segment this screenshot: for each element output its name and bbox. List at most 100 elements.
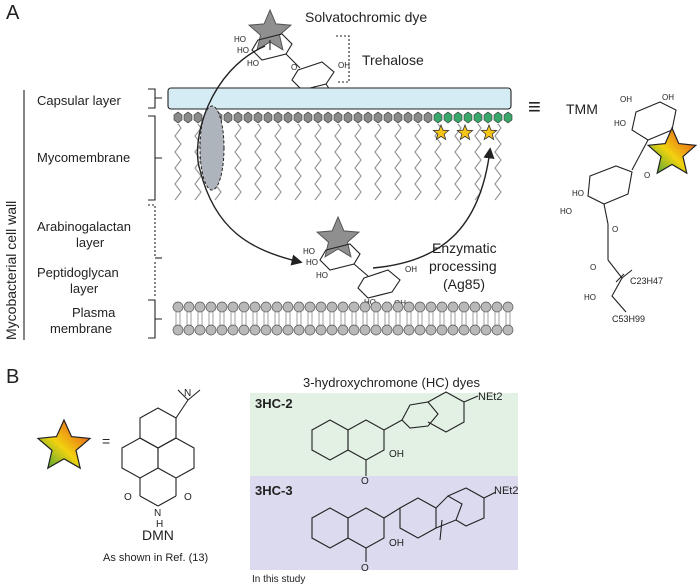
- phospholipid-head: [458, 324, 470, 336]
- hc3-oh-label: OH: [389, 538, 404, 549]
- tmm-ho-1: HO: [614, 119, 626, 128]
- phospholipid-head: [491, 324, 503, 336]
- hc3-label: 3HC-3: [255, 483, 293, 498]
- phospholipid-tail: [263, 312, 269, 325]
- tmm-ho-2: HO: [572, 189, 584, 198]
- phospholipid-tail: [472, 312, 478, 325]
- phospholipid-head: [227, 301, 239, 313]
- phospholipid-head: [304, 324, 316, 336]
- phospholipid-head: [425, 324, 437, 336]
- phospholipid-head: [183, 301, 195, 313]
- oh-label-1: OH: [338, 61, 350, 70]
- phospholipid-tail: [384, 312, 390, 325]
- hc2-structure: [311, 391, 479, 476]
- phospholipid-head: [205, 301, 217, 313]
- lipid-head: [233, 111, 243, 124]
- ho-label-m1: HO: [303, 247, 315, 256]
- equals-sign: =: [102, 433, 110, 449]
- tmm-head: [443, 111, 453, 124]
- peptidoglycan-label-2: layer: [70, 281, 99, 296]
- tmm-c53-label: C53H99: [612, 314, 645, 324]
- phospholipid-tail: [373, 312, 379, 325]
- phospholipid-head: [260, 301, 272, 313]
- trehalose-label: Trehalose: [362, 52, 424, 68]
- dmn-o-label-1: O: [124, 492, 132, 503]
- phospholipid-tail: [483, 312, 489, 325]
- peptidoglycan-label-1: Peptidoglycan: [37, 265, 119, 280]
- phospholipid-head: [337, 324, 349, 336]
- phospholipid-tail: [318, 312, 324, 325]
- enzymatic-label-1: Enzymatic: [432, 240, 497, 256]
- lipid-tail: [334, 123, 342, 201]
- tmm-oh-2: OH: [662, 93, 674, 102]
- dmn-dye-star-icon: [36, 418, 92, 470]
- hc3-o-label: O: [361, 563, 369, 574]
- dmn-h-label: H: [156, 519, 163, 530]
- tmm-head: [473, 111, 483, 124]
- trehalose-structure-middle: [319, 243, 401, 299]
- lipid-head: [193, 111, 203, 124]
- hc2-o-label: O: [361, 476, 369, 487]
- phospholipid-head: [447, 324, 459, 336]
- phospholipid-tail: [329, 312, 335, 325]
- phospholipid-head: [194, 301, 206, 313]
- tmm-head: [453, 111, 463, 124]
- phospholipid-tail: [417, 312, 423, 325]
- phospholipid-head: [337, 301, 349, 313]
- lipid-head: [423, 111, 433, 124]
- trehalose-structure: [251, 33, 335, 91]
- lipid-head: [363, 111, 373, 124]
- lipid-head: [223, 111, 233, 124]
- lipid-head: [243, 111, 253, 124]
- panel-a-letter: A: [6, 2, 20, 24]
- ho-label-m4: HO: [364, 298, 376, 307]
- phospholipid-tail: [505, 312, 511, 325]
- phospholipid-head: [480, 301, 492, 313]
- lipid-head: [383, 111, 393, 124]
- phospholipid-tail: [252, 312, 258, 325]
- phospholipid-head: [469, 324, 481, 336]
- phospholipid-head: [293, 301, 305, 313]
- lipid-head: [253, 111, 263, 124]
- lipid-tail: [314, 123, 322, 201]
- dmn-n-label: N: [184, 388, 191, 399]
- phospholipid-head: [447, 301, 459, 313]
- tmm-head: [463, 111, 473, 124]
- lipid-head: [183, 111, 193, 124]
- panel-b-letter: B: [6, 366, 19, 388]
- lipid-head: [263, 111, 273, 124]
- mycomembrane-label: Mycomembrane: [37, 150, 130, 165]
- plasma-label-2: membrane: [50, 321, 112, 336]
- tmm-label: TMM: [566, 101, 598, 117]
- lipid-tail: [374, 123, 382, 201]
- phospholipid-tail: [186, 312, 192, 325]
- plasma-membrane-bilayer: [172, 301, 514, 336]
- phospholipid-head: [271, 324, 283, 336]
- phospholipid-tail: [428, 312, 434, 325]
- lipid-head: [333, 111, 343, 124]
- lipid-tail: [454, 123, 462, 201]
- transport-channel: [199, 105, 225, 191]
- lipid-tail: [174, 123, 182, 201]
- tmm-o-3: O: [590, 263, 596, 272]
- lipid-head: [273, 111, 283, 124]
- tmm-o-1: O: [644, 171, 650, 180]
- phospholipid-head: [282, 324, 294, 336]
- phospholipid-head: [458, 301, 470, 313]
- lipid-tail: [394, 123, 402, 201]
- phospholipid-tail: [296, 312, 302, 325]
- tmm-head: [433, 111, 443, 124]
- phospholipid-head: [194, 324, 206, 336]
- phospholipid-head: [293, 324, 305, 336]
- lipid-head: [343, 111, 353, 124]
- processing-arrow: [372, 147, 495, 269]
- dmn-label: DMN: [142, 527, 174, 543]
- phospholipid-head: [370, 324, 382, 336]
- hc-title: 3-hydroxychromone (HC) dyes: [303, 375, 481, 390]
- phospholipid-head: [172, 324, 184, 336]
- lipid-tail: [274, 123, 282, 201]
- phospholipid-head: [249, 324, 261, 336]
- cell-wall-label: Mycobacterial cell wall: [3, 201, 19, 340]
- hc2-net2-label: NEt2: [478, 391, 502, 403]
- phospholipid-head: [183, 324, 195, 336]
